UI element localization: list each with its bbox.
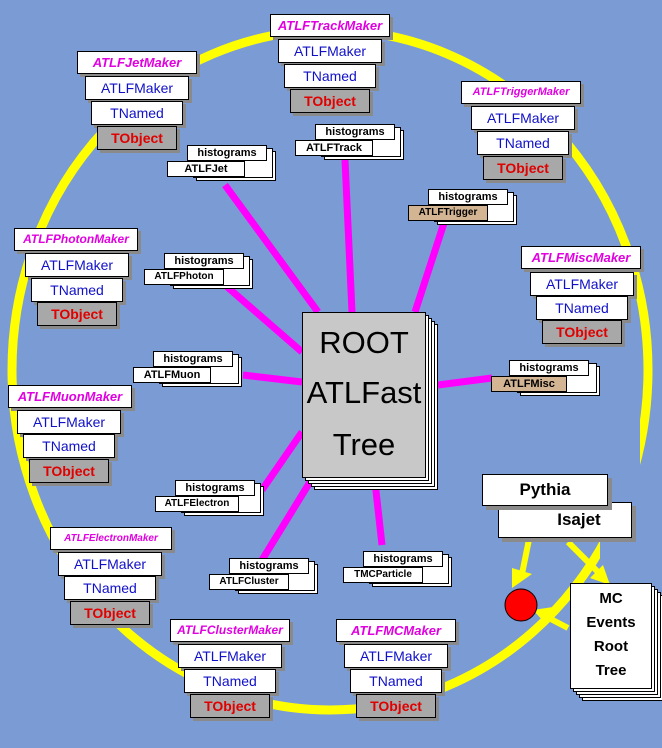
tnamed-box: TNamed xyxy=(31,278,123,302)
spoke-electron xyxy=(259,430,305,492)
mc-label: MC xyxy=(599,590,623,607)
histograms-label: histograms xyxy=(229,558,309,574)
histograms-label: histograms xyxy=(363,551,443,567)
histograms-label: histograms xyxy=(153,351,233,367)
pythia-box: Pythia xyxy=(482,474,608,506)
maker-track-name: ATLFTrackMaker xyxy=(270,14,390,37)
misc-data-label: ATLFMisc xyxy=(491,376,567,392)
maker-cluster-name: ATLFClusterMaker xyxy=(170,619,290,642)
maker-mc-name: ATLFMCMaker xyxy=(336,619,456,642)
maker-jet-name: ATLFJetMaker xyxy=(77,51,197,74)
tnamed-box: TNamed xyxy=(23,434,115,458)
atlfmaker-box: ATLFMaker xyxy=(17,410,121,434)
histograms-label: histograms xyxy=(509,360,589,376)
histograms-label: histograms xyxy=(315,124,395,140)
track-data-label: ATLFTrack xyxy=(295,140,373,156)
cluster-data-label: ATLFCluster xyxy=(209,574,289,590)
events-label: Events xyxy=(586,614,636,631)
histograms-label: histograms xyxy=(164,253,244,269)
tobject-box: TObject xyxy=(190,694,270,718)
root-tree-front: ROOT ATLFast Tree xyxy=(302,312,426,478)
event-dot xyxy=(504,588,538,622)
maker-electron-name: ATLFElectronMaker xyxy=(50,527,172,550)
maker-misc-name: ATLFMiscMaker xyxy=(521,246,641,269)
maker-muon-name: ATLFMuonMaker xyxy=(8,385,132,408)
tobject-box: TObject xyxy=(356,694,436,718)
spoke-misc xyxy=(437,374,493,389)
tnamed-box: TNamed xyxy=(477,131,569,155)
spokes xyxy=(222,159,493,562)
spoke-muon xyxy=(242,371,303,386)
maker-trigger-name: ATLFTriggerMaker xyxy=(461,81,581,104)
spoke-cluster xyxy=(259,480,313,562)
tnamed-box: TNamed xyxy=(184,669,276,693)
jet-data-label: ATLFJet xyxy=(167,161,245,177)
atlfmaker-box: ATLFMaker xyxy=(58,552,162,576)
tobject-box: TObject xyxy=(97,126,177,150)
tobject-box: TObject xyxy=(29,459,109,483)
tnamed-box: TNamed xyxy=(284,64,376,88)
tree-label: Tree xyxy=(595,662,627,679)
pythia-label: Pythia xyxy=(519,480,571,499)
tobject-box: TObject xyxy=(37,302,117,326)
atlfmaker-box: ATLFMaker xyxy=(278,39,382,63)
spoke-mc xyxy=(371,481,386,546)
mc-events-root-tree: MC Events Root Tree xyxy=(570,583,662,701)
electron-data-label: ATLFElectron xyxy=(155,496,239,512)
tnamed-box: TNamed xyxy=(64,576,156,600)
tobject-box: TObject xyxy=(70,601,150,625)
tnamed-box: TNamed xyxy=(536,296,628,320)
tobject-box: TObject xyxy=(290,89,370,113)
tnamed-box: TNamed xyxy=(350,669,442,693)
trigger-data-label: ATLFTrigger xyxy=(408,205,488,221)
histograms-label: histograms xyxy=(187,145,267,161)
isajet-box: Isajet xyxy=(498,502,632,538)
maker-photon-name: ATLFPhotonMaker xyxy=(14,228,138,251)
muon-data-label: ATLFMuon xyxy=(133,367,211,383)
tobject-box: TObject xyxy=(542,320,622,344)
histograms-label: histograms xyxy=(428,189,508,205)
isajet-label: Isajet xyxy=(557,510,601,529)
spoke-photon xyxy=(222,282,305,355)
photon-data-label: ATLFPhoton xyxy=(144,269,224,285)
tobject-box: TObject xyxy=(483,156,563,180)
atlfmaker-box: ATLFMaker xyxy=(344,644,448,668)
spoke-trigger xyxy=(411,218,449,314)
mcparticle-data-label: TMCParticle xyxy=(343,567,423,583)
root-label: ROOT xyxy=(319,325,409,360)
atlfmaker-box: ATLFMaker xyxy=(85,76,189,100)
atlfast-label: ATLFast xyxy=(306,375,422,410)
spoke-track xyxy=(341,159,356,313)
atlfmaker-box: ATLFMaker xyxy=(178,644,282,668)
root-label: Root xyxy=(593,638,629,655)
atlfmaker-box: ATLFMaker xyxy=(471,106,575,130)
spoke-jet xyxy=(222,182,321,315)
mc-tree-front: MC Events Root Tree xyxy=(570,583,652,689)
atlfmaker-box: ATLFMaker xyxy=(25,253,129,277)
histograms-label: histograms xyxy=(175,480,255,496)
atlfmaker-box: ATLFMaker xyxy=(530,272,634,296)
tree-label: Tree xyxy=(332,427,396,462)
tnamed-box: TNamed xyxy=(91,101,183,125)
root-atlfast-tree: ROOT ATLFast Tree xyxy=(302,312,438,490)
